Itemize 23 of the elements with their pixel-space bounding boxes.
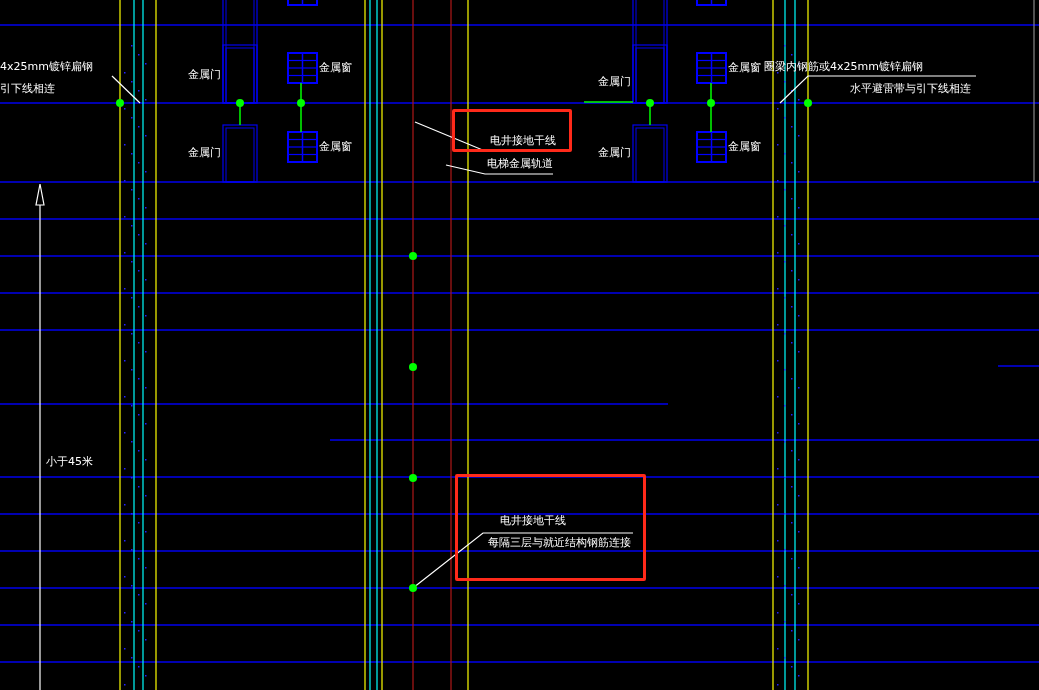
leader-line [779,75,977,104]
part-label: 金属窗 [728,61,761,75]
annotation-text: 电井接地干线 [500,514,566,528]
part-label: 金属门 [188,68,221,82]
annotation-text: 每隔三层与就近结构钢筋连接 [488,536,631,550]
annotation-text: 水平避雷带与引下线相连 [850,82,971,96]
leader-line [415,532,634,587]
leader-line [111,75,141,104]
leader-line [445,164,554,175]
annotation-text: 电梯金属轨道 [487,157,553,171]
annotation-text: 引下线相连 [0,82,55,96]
annotation-text: 电井接地干线 [490,134,556,148]
part-label: 金属门 [598,146,631,160]
part-label: 小于45米 [46,455,93,469]
highlight-frame [452,109,572,152]
part-label: 金属门 [598,75,631,89]
part-label: 金属窗 [319,140,352,154]
grounding-point [409,584,417,592]
annotation-text: 4x25mm镀锌扁钢 [0,60,93,74]
part-label: 金属门 [188,146,221,160]
part-label: 金属窗 [319,61,352,75]
part-label: 金属窗 [728,140,761,154]
highlight-frame [455,474,646,581]
